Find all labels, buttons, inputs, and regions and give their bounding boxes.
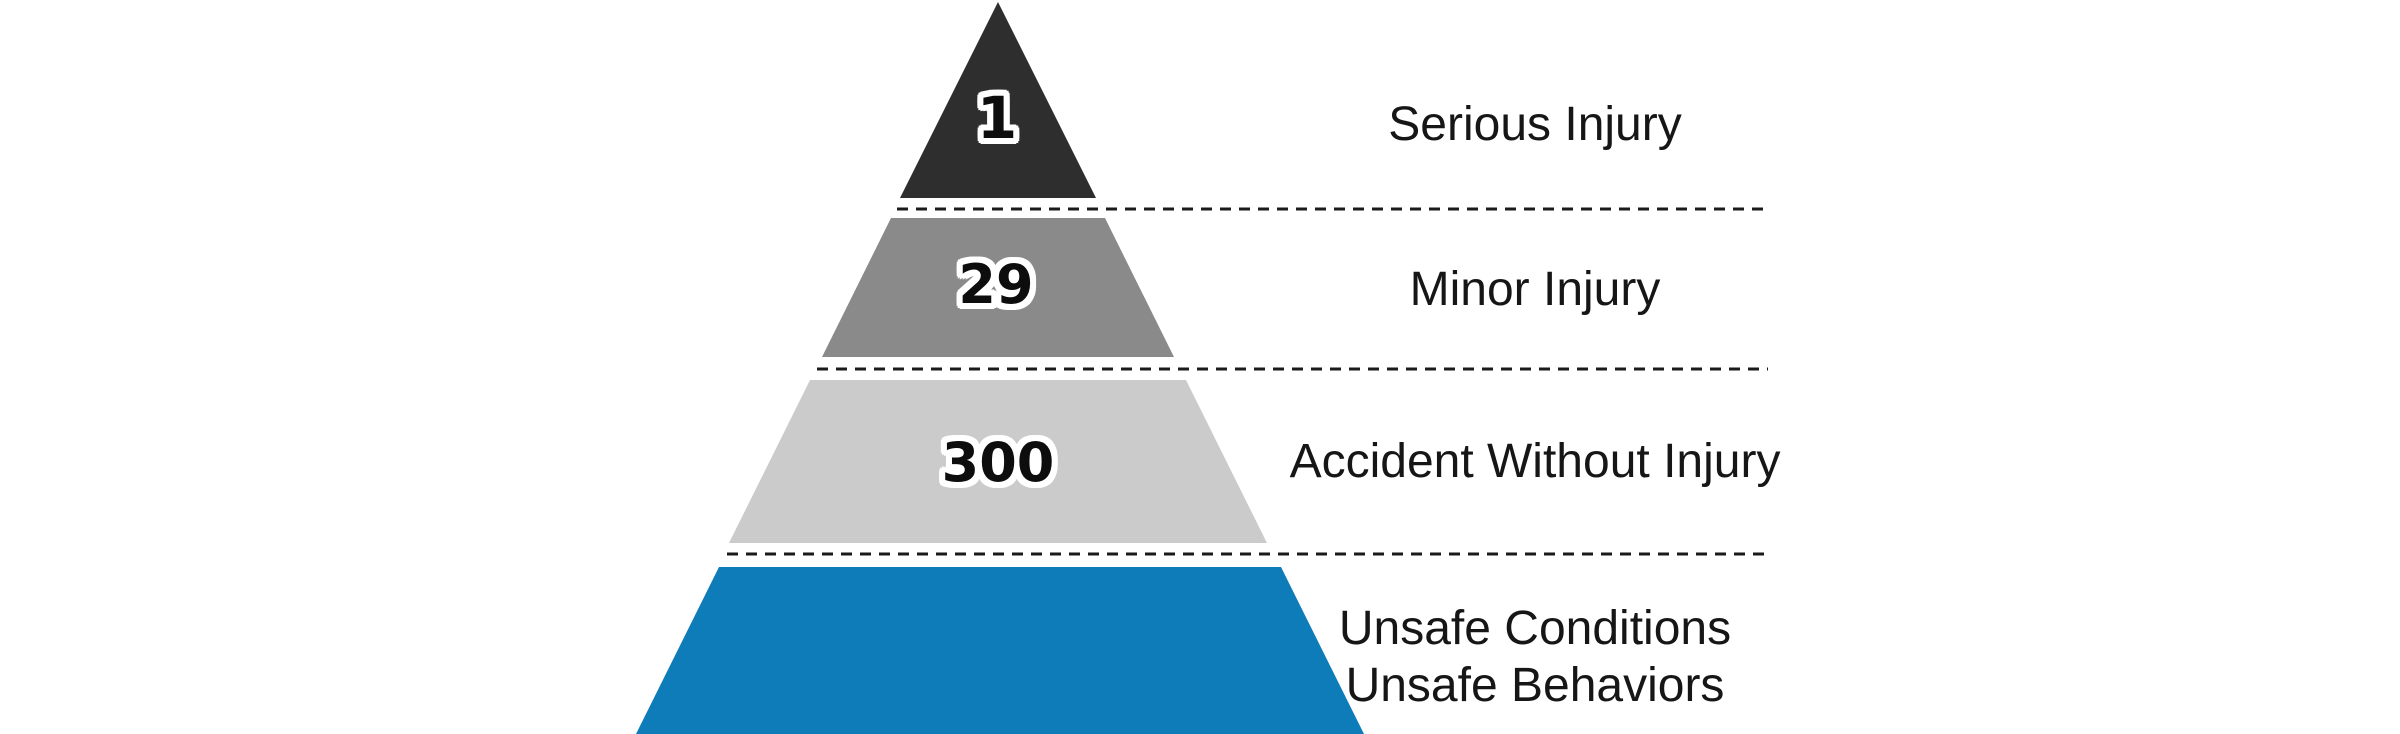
level-4-label: Unsafe Conditions Unsafe Behaviors (1255, 600, 1815, 714)
pyramid-level-2-shape (822, 218, 1174, 357)
level-2-label: Minor Injury (1409, 263, 1661, 316)
level-1-value: 1 (976, 84, 1018, 152)
level-4-label-line-2: Unsafe Behaviors (1345, 659, 1725, 712)
pyramid-level-1-shape (900, 2, 1096, 198)
pyramid-level-4-shape (636, 567, 1364, 734)
level-3-value: 300 (941, 431, 1055, 494)
level-2-value: 29 (958, 253, 1034, 316)
level-1-label: Serious Injury (1388, 98, 1682, 151)
level-3-label: Accident Without Injury (1289, 435, 1781, 488)
pyramid-level-3-shape (729, 380, 1267, 543)
level-4-label-line-1: Unsafe Conditions (1338, 602, 1732, 655)
